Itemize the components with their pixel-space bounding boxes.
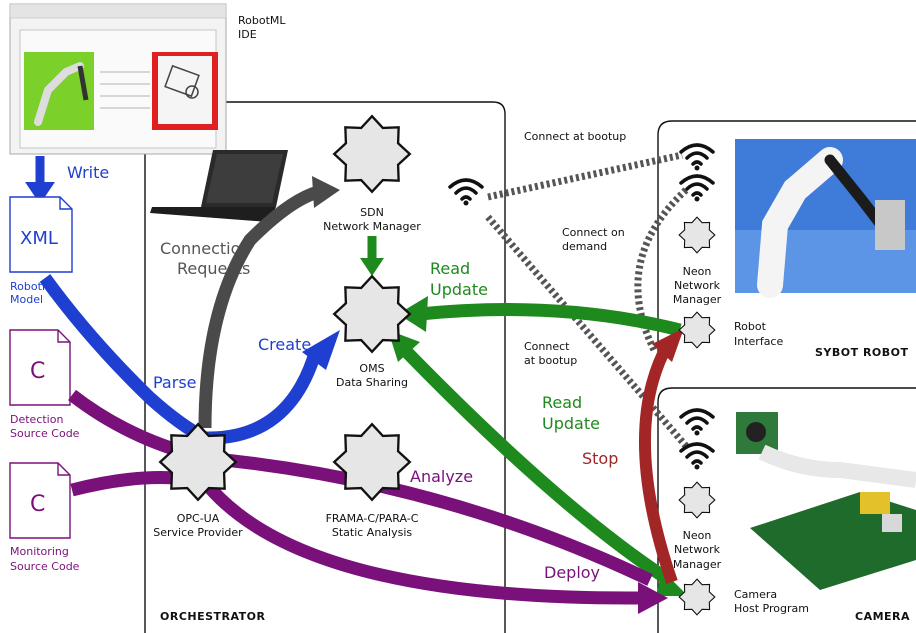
- detection-file-icon: [9, 329, 71, 406]
- detection-label-line2: Source Code: [10, 427, 80, 440]
- robot-oms-arrow: [419, 303, 682, 337]
- robot-wifi-icon-top: [679, 143, 715, 173]
- monitoring-label-line1: Monitoring: [10, 545, 69, 558]
- bootup-link-robot: [487, 151, 683, 201]
- ide-title-line1: RobotML: [238, 14, 286, 27]
- read-label-2: Read: [542, 393, 582, 412]
- deploy-arrowhead: [638, 582, 668, 614]
- camera-wifi-icon-bottom: [679, 442, 715, 472]
- bootup-label2-line2: at bootup: [524, 354, 577, 367]
- sdn-label-line1: SDN: [360, 206, 384, 219]
- oms-label-line1: OMS: [359, 362, 384, 375]
- monitoring-c-glyph: C: [30, 492, 45, 517]
- orchestrator-title: ORCHESTRATOR: [160, 610, 266, 623]
- bootup-label2-line1: Connect: [524, 340, 570, 353]
- robot-neon-line3: Manager: [673, 293, 722, 306]
- frama-node-icon: [333, 423, 411, 501]
- camera-title: CAMERA: [855, 610, 910, 623]
- orchestrator-box: [145, 101, 506, 633]
- opcua-label-line2: Service Provider: [153, 526, 243, 539]
- opcua-node-icon: [159, 423, 237, 501]
- camera-host-node-icon: [678, 578, 716, 616]
- demand-label-line2: demand: [562, 240, 607, 253]
- robot-neon-line2: Network: [674, 279, 721, 292]
- laptop-icon: [150, 150, 288, 222]
- opcua-label-line1: OPC-UA: [177, 512, 220, 525]
- camera-box: [657, 387, 916, 633]
- connection-requests-line1: Connection: [160, 239, 251, 258]
- camera-host-line1: Camera: [734, 588, 777, 601]
- robot-interface-node-icon: [678, 311, 716, 349]
- robot-photo: [735, 139, 916, 298]
- connection-arrowhead: [312, 176, 340, 208]
- sdn-node-icon: [333, 115, 411, 193]
- robotml-ide-screenshot: [9, 3, 227, 155]
- deploy-label: Deploy: [544, 563, 600, 582]
- oms-camera-arrow: [395, 340, 676, 588]
- camera-photo: [736, 412, 916, 590]
- monitoring-file-icon: [9, 462, 71, 539]
- parse-arrow: [39, 274, 209, 444]
- create-label: Create: [258, 335, 311, 354]
- demand-label-line1: Connect on: [562, 226, 625, 239]
- camera-neon-node-icon: [678, 481, 716, 519]
- connection-requests-arrow: [198, 185, 321, 429]
- camera-neon-line1: Neon: [683, 529, 712, 542]
- xml-label-line2: Model: [10, 293, 43, 306]
- sdn-oms-arrowhead: [360, 258, 384, 276]
- camera-host-line2: Host Program: [734, 602, 809, 615]
- xml-glyph: XML: [20, 228, 58, 249]
- robot-interface-line1: Robot: [734, 320, 767, 333]
- robot-box: [657, 120, 916, 372]
- write-arrowhead: [25, 182, 55, 204]
- oms-node-icon: [333, 275, 411, 353]
- detection-label-line1: Detection: [10, 413, 63, 426]
- create-arrowhead: [302, 330, 340, 370]
- deploy-arrow: [70, 471, 641, 605]
- update-label-1: Update: [430, 280, 488, 299]
- frama-label-line2: Static Analysis: [332, 526, 413, 539]
- camera-neon-line2: Network: [674, 543, 721, 556]
- oms-label-line2: Data Sharing: [336, 376, 408, 389]
- monitoring-label-line2: Source Code: [10, 560, 80, 573]
- robot-wifi-icon-bottom: [679, 174, 715, 204]
- parse-label: Parse: [153, 373, 197, 392]
- detection-c-glyph: C: [30, 359, 45, 384]
- write-label: Write: [67, 163, 109, 182]
- analyze-arrow: [68, 389, 653, 586]
- update-label-2: Update: [542, 414, 600, 433]
- sdn-label-line2: Network Manager: [323, 220, 421, 233]
- robot-oms-arrowhead: [398, 296, 428, 332]
- robot-title: SYBOT ROBOT: [815, 346, 909, 359]
- camera-neon-line3: Manager: [673, 558, 722, 571]
- analyze-label: Analyze: [410, 467, 473, 486]
- stop-arrowhead: [652, 328, 684, 362]
- bootup-label-top: Connect at bootup: [524, 130, 626, 143]
- camera-wifi-icon-top: [679, 408, 715, 438]
- stop-label: Stop: [582, 449, 618, 468]
- xml-file-icon: [9, 196, 73, 273]
- stop-arrow: [639, 341, 678, 584]
- create-arrow: [204, 348, 323, 445]
- robot-neon-line1: Neon: [683, 265, 712, 278]
- ide-title-line2: IDE: [238, 28, 257, 41]
- orchestrator-wifi-icon: [448, 178, 484, 208]
- robot-neon-node-icon: [678, 216, 716, 254]
- frama-label-line1: FRAMA-C/PARA-C: [326, 512, 419, 525]
- robot-interface-line2: Interface: [734, 335, 783, 348]
- read-label-1: Read: [430, 259, 470, 278]
